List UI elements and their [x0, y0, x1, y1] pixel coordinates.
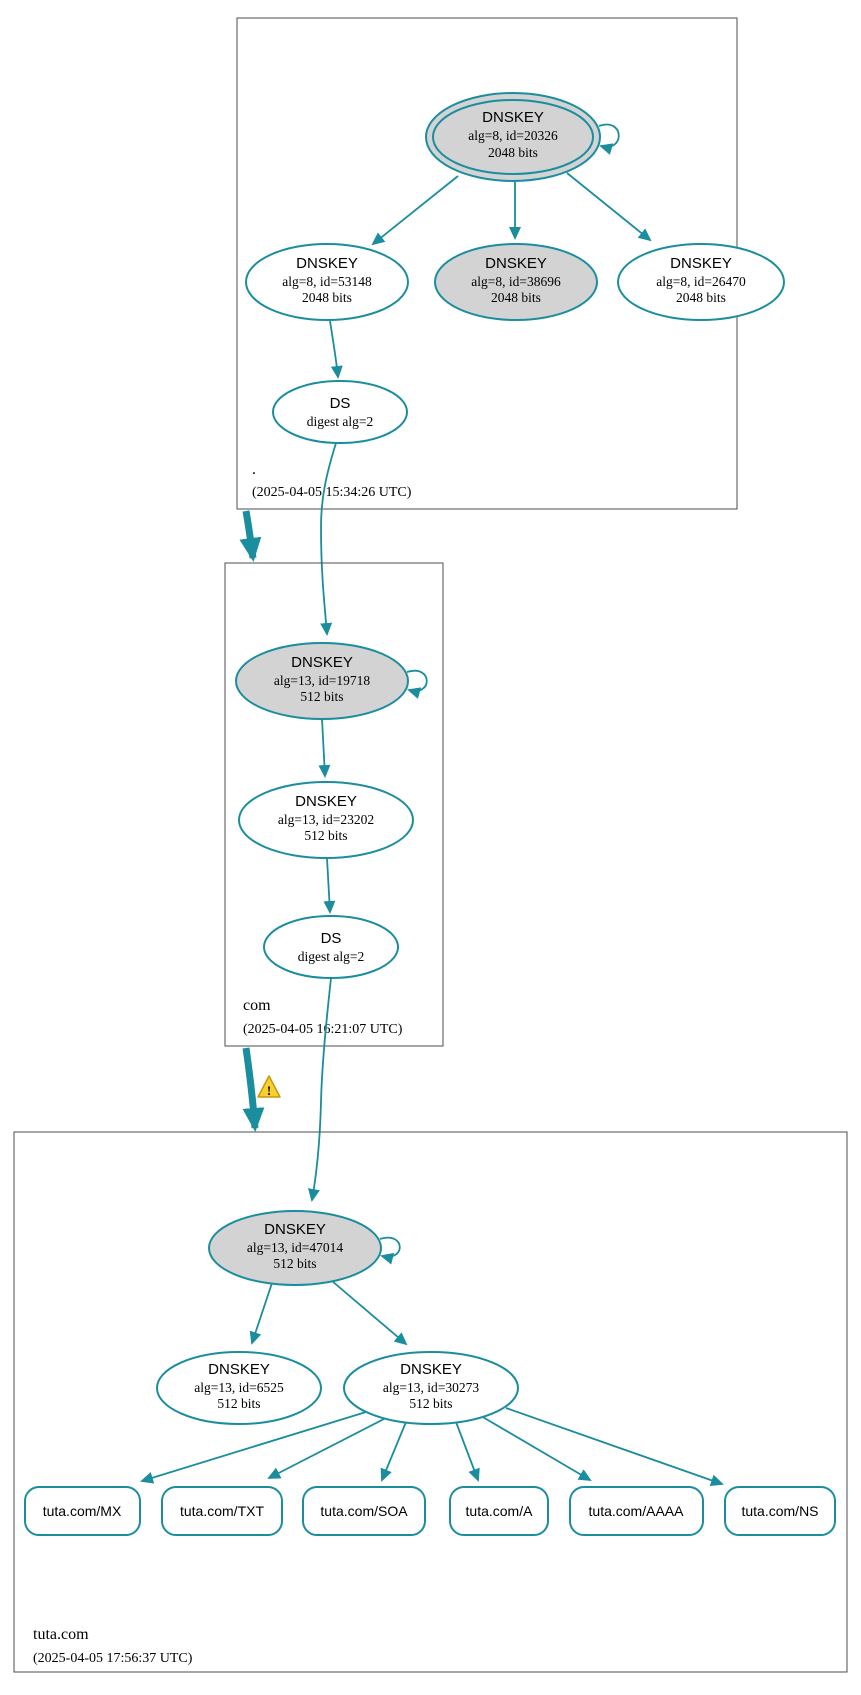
edge-zsk30273-to-txt [267, 1418, 385, 1479]
node-rrset-tuta-mx-label: tuta.com/MX [43, 1503, 122, 1519]
zone-root: DNSKEY alg=8, id=20326 2048 bits DNSKEY … [236, 17, 785, 510]
node-root-dnskey-20326-bits: 2048 bits [488, 145, 538, 160]
warning-icon[interactable]: ! [257, 1075, 281, 1098]
node-rrset-tuta-txt[interactable] [161, 1486, 283, 1536]
node-rrset-tuta-txt-label: tuta.com/TXT [180, 1503, 264, 1519]
node-rrset-tuta-a[interactable] [449, 1486, 549, 1536]
node-root-dnskey-26470[interactable] [617, 243, 785, 321]
node-tuta-dnskey-6525-title: DNSKEY [208, 1361, 270, 1378]
zone-tuta-timestamp: (2025-04-05 17:56:37 UTC) [33, 1651, 193, 1666]
node-com-ds-detail: digest alg=2 [298, 949, 364, 964]
edge-tuta-ksk-selfloop [379, 1236, 401, 1265]
node-com-dnskey-19718-bits: 512 bits [300, 689, 343, 704]
node-root-dnskey-53148-title: DNSKEY [296, 255, 358, 272]
node-com-dnskey-19718-detail: alg=13, id=19718 [274, 673, 370, 688]
edge-zsk30273-to-soa [380, 1421, 407, 1482]
edge-zsk30273-to-aaaa [480, 1415, 592, 1482]
node-tuta-dnskey-47014-bits: 512 bits [273, 1256, 316, 1271]
node-com-dnskey-23202-title: DNSKEY [295, 793, 357, 810]
node-com-dnskey-23202-detail: alg=13, id=23202 [278, 812, 374, 827]
node-tuta-dnskey-6525-detail: alg=13, id=6525 [194, 1380, 284, 1395]
warning-triangle [257, 1075, 281, 1098]
zone-com: DNSKEY alg=13, id=19718 512 bits DNSKEY … [224, 562, 444, 1047]
node-tuta-dnskey-47014-title: DNSKEY [264, 1221, 326, 1238]
node-com-ds[interactable] [263, 915, 399, 979]
edge-zsk30273-to-mx [140, 1411, 367, 1484]
zone-tuta-label: tuta.com [33, 1626, 89, 1643]
node-root-ds[interactable] [272, 380, 408, 444]
edge-zsk30273-to-ns [505, 1407, 724, 1487]
node-rrset-tuta-ns[interactable] [724, 1486, 836, 1536]
edge-tuta-ksk-to-zsk6525 [249, 1282, 273, 1345]
node-root-dnskey-20326-detail: alg=8, id=20326 [468, 128, 558, 143]
node-com-dnskey-23202[interactable] [238, 781, 414, 859]
zone-com-border [224, 562, 444, 1047]
zone-root-label: . [252, 461, 256, 478]
node-rrset-tuta-soa-label: tuta.com/SOA [320, 1503, 408, 1519]
node-com-dnskey-19718-title: DNSKEY [291, 654, 353, 671]
zone-com-label: com [243, 997, 271, 1014]
edge-com-ds-to-tuta-ksk [308, 977, 332, 1202]
zone-root-timestamp: (2025-04-05 15:34:26 UTC) [252, 485, 412, 500]
node-root-ds-detail: digest alg=2 [307, 414, 373, 429]
node-tuta-dnskey-6525-bits: 512 bits [217, 1396, 260, 1411]
node-root-dnskey-26470-bits: 2048 bits [676, 290, 726, 305]
node-root-dnskey-38696-bits: 2048 bits [491, 290, 541, 305]
node-root-dnskey-26470-detail: alg=8, id=26470 [656, 274, 746, 289]
node-tuta-dnskey-47014[interactable] [208, 1210, 382, 1286]
edge-root-ds-to-com-ksk [320, 442, 337, 636]
node-rrset-tuta-mx[interactable] [24, 1486, 141, 1536]
node-rrset-tuta-ns-label: tuta.com/NS [741, 1503, 818, 1519]
edge-root-zsk53148-to-ds [329, 320, 343, 379]
node-root-dnskey-38696[interactable] [434, 243, 598, 321]
edge-tuta-ksk-to-zsk30273 [331, 1280, 408, 1346]
delegation-arrow-root-to-com [239, 510, 262, 562]
node-root-dnskey-20326-inner-ring [432, 99, 594, 175]
warning-exclamation: ! [267, 1083, 271, 1098]
node-root-dnskey-38696-detail: alg=8, id=38696 [471, 274, 561, 289]
node-root-dnskey-53148[interactable] [245, 243, 409, 321]
node-tuta-dnskey-30273-title: DNSKEY [400, 1361, 462, 1378]
node-rrset-tuta-a-label: tuta.com/A [466, 1503, 534, 1519]
edge-com-ksk-to-zsk [318, 718, 331, 778]
node-root-dnskey-20326-title: DNSKEY [482, 109, 544, 126]
node-root-dnskey-38696-title: DNSKEY [485, 255, 547, 272]
zone-tuta-com: DNSKEY alg=13, id=47014 512 bits DNSKEY … [13, 1131, 848, 1673]
node-root-ds-title: DS [330, 395, 351, 412]
edge-root-ksk-selfloop [598, 123, 620, 155]
node-com-dnskey-19718[interactable] [235, 642, 409, 720]
zone-com-timestamp: (2025-04-05 16:21:07 UTC) [243, 1022, 403, 1037]
edge-com-zsk-to-ds [323, 857, 336, 914]
node-root-dnskey-26470-title: DNSKEY [670, 255, 732, 272]
node-rrset-tuta-aaaa[interactable] [569, 1486, 704, 1536]
zone-tuta-com-border [13, 1131, 848, 1673]
node-rrset-tuta-soa[interactable] [302, 1486, 426, 1536]
node-com-dnskey-23202-bits: 512 bits [304, 828, 347, 843]
node-tuta-dnskey-47014-detail: alg=13, id=47014 [247, 1240, 343, 1255]
node-root-dnskey-20326[interactable] [425, 92, 601, 182]
node-rrset-tuta-aaaa-label: tuta.com/AAAA [589, 1503, 685, 1519]
edge-root-ksk-to-zsk53148 [371, 175, 459, 246]
edge-root-ksk-to-zsk26470 [566, 172, 652, 242]
node-root-dnskey-53148-bits: 2048 bits [302, 290, 352, 305]
node-tuta-dnskey-30273-bits: 512 bits [409, 1396, 452, 1411]
node-tuta-dnskey-6525[interactable] [156, 1351, 322, 1425]
edge-com-ksk-selfloop [406, 669, 428, 699]
edge-zsk30273-to-a [455, 1421, 480, 1482]
node-tuta-dnskey-30273[interactable] [343, 1351, 519, 1425]
node-com-ds-title: DS [321, 930, 342, 947]
node-tuta-dnskey-30273-detail: alg=13, id=30273 [383, 1380, 479, 1395]
node-root-dnskey-53148-detail: alg=8, id=53148 [282, 274, 372, 289]
delegation-arrow-com-to-tuta [242, 1047, 265, 1132]
